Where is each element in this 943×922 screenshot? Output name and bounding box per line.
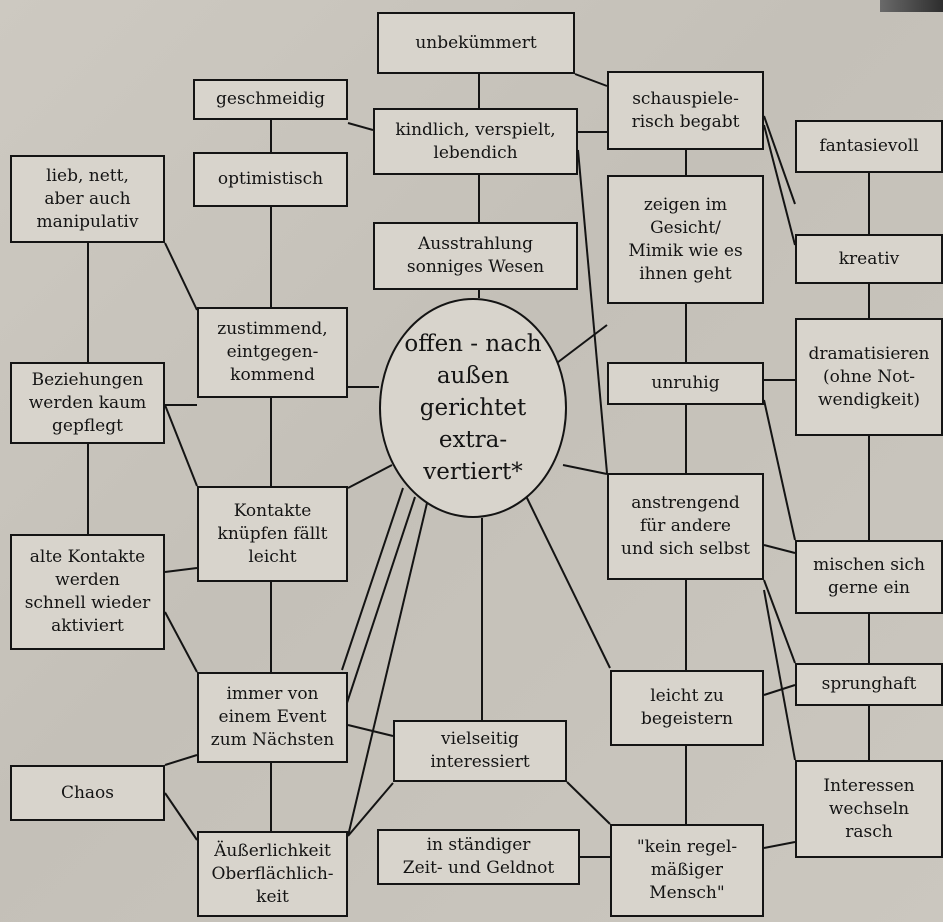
connector [164, 242, 198, 311]
connector [347, 782, 394, 837]
box-zustimmend: zustimmend, eintgegen- kommend [197, 307, 348, 398]
connector [763, 115, 796, 205]
connector [164, 792, 198, 841]
central-concept: offen - nach außen gerichtet extra- vert… [379, 298, 567, 518]
box-anstrengend: anstrengend für andere und sich selbst [607, 473, 764, 580]
box-unbekuemmert: unbekümmert [377, 12, 575, 74]
connector [574, 73, 608, 87]
box-mischen: mischen sich gerne ein [795, 540, 943, 614]
box-fantasievoll: fantasievoll [795, 120, 943, 173]
box-lieb: lieb, nett, aber auch manipulativ [10, 155, 165, 243]
box-leicht-begeistern: leicht zu begeistern [610, 670, 764, 746]
connector [341, 496, 416, 719]
box-optimistisch: optimistisch [193, 152, 348, 207]
box-beziehungen: Beziehungen werden kaum gepflegt [10, 362, 165, 444]
connector [347, 502, 428, 837]
connector [577, 149, 608, 474]
box-kindlich: kindlich, verspielt, lebendich [373, 108, 578, 175]
connector [164, 404, 198, 487]
connector [763, 579, 796, 664]
box-immer: immer von einem Event zum Nächsten [197, 672, 348, 763]
box-kreativ: kreativ [795, 234, 943, 284]
box-dramatisieren: dramatisieren (ohne Not- wendigkeit) [795, 318, 943, 436]
connector [763, 544, 796, 554]
box-zeigen: zeigen im Gesicht/ Mimik wie es ihnen ge… [607, 175, 764, 304]
connector [763, 589, 796, 761]
box-schauspielerisch: schauspiele- risch begabt [607, 71, 764, 150]
connector [164, 754, 198, 766]
box-chaos: Chaos [10, 765, 165, 821]
connector [347, 724, 394, 737]
connector [763, 124, 796, 246]
connector [347, 122, 374, 131]
connector [763, 841, 796, 849]
box-alte-kontakte: alte Kontakte werden schnell wieder akti… [10, 534, 165, 650]
box-vielseitig: vielseitig interessiert [393, 720, 567, 782]
box-sprunghaft: sprunghaft [795, 663, 943, 706]
connector [164, 611, 198, 673]
connector [566, 781, 611, 825]
box-kein-regel: "kein regel- mäßiger Mensch" [610, 824, 764, 917]
box-aeusserlichkeit: Äußerlichkeit Oberflächlich- keit [197, 831, 348, 917]
connector [763, 399, 796, 541]
corner-photo-fragment [880, 0, 943, 12]
box-ausstrahlung: Ausstrahlung sonniges Wesen [373, 222, 578, 290]
box-geschmeidig: geschmeidig [193, 79, 348, 120]
box-interessen: Interessen wechseln rasch [795, 760, 943, 858]
box-unruhig: unruhig [607, 362, 764, 405]
connector [525, 495, 611, 669]
box-zeit-geldnot: in ständiger Zeit- und Geldnot [377, 829, 580, 885]
connector [341, 487, 404, 671]
connector [763, 684, 796, 696]
connector [562, 464, 608, 475]
box-kontakte: Kontakte knüpfen fällt leicht [197, 486, 348, 582]
connector [164, 567, 198, 573]
